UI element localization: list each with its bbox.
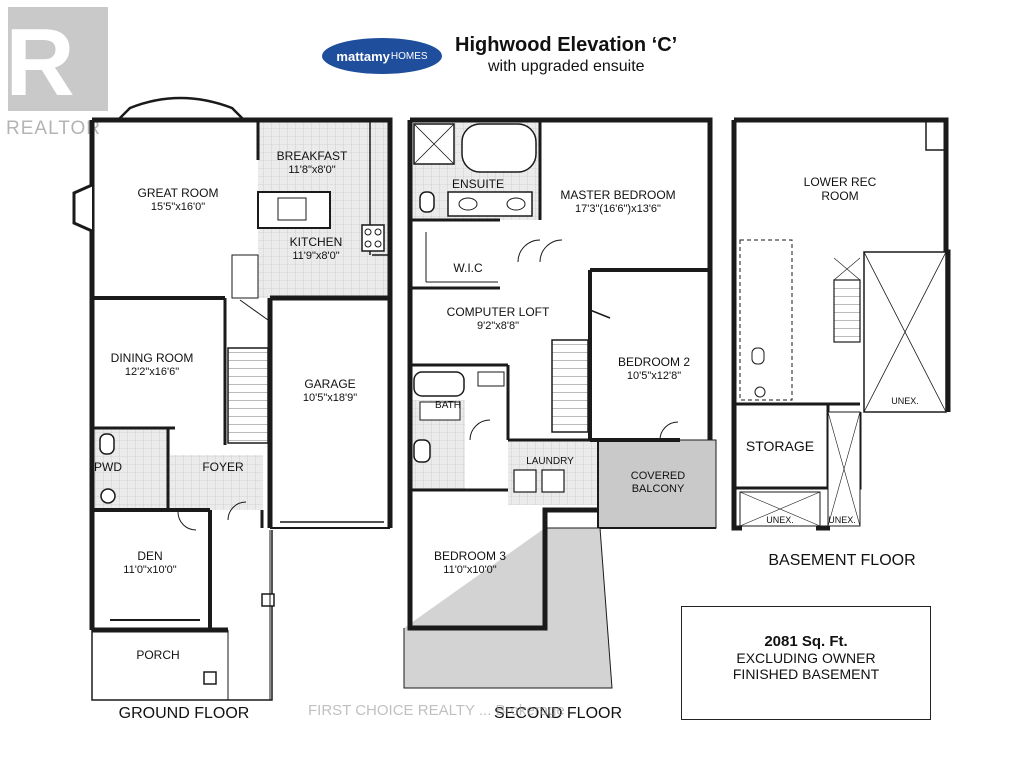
svg-text:R: R [5, 9, 74, 116]
room-storage: STORAGE [745, 438, 815, 454]
soaker-tub [461, 123, 537, 173]
great-room-bay-window [117, 96, 245, 121]
basement-floor-title: BASEMENT FLOOR [768, 552, 916, 569]
cooktop [361, 224, 385, 252]
plan-title: Highwood Elevation ‘C’ [455, 34, 678, 56]
foyer-tile [168, 455, 263, 510]
area-note-line1: EXCLUDING OWNER [736, 650, 876, 666]
second-staircase [551, 339, 589, 433]
realtor-wordmark: REALTOR [6, 118, 101, 139]
logo-brand: mattamy [336, 48, 390, 64]
bathtub [413, 371, 465, 397]
sink-icon [100, 488, 116, 504]
entry-door [227, 501, 247, 521]
area-note-line2: FINISHED BASEMENT [732, 666, 880, 682]
toilet-icon [99, 433, 115, 455]
room-laundry: LAUNDRY [526, 456, 574, 467]
ground-staircase [227, 347, 269, 444]
logo-suffix: HOMES [390, 50, 428, 62]
roof-below [403, 527, 613, 689]
plan-subtitle: with upgraded ensuite [488, 58, 645, 75]
second-floor-title: SECOND FLOOR [493, 705, 623, 722]
room-bath: BATH [435, 400, 461, 411]
room-porch: PORCH [136, 648, 180, 662]
basement-staircase [833, 279, 861, 343]
room-lower-rec-room: LOWER REC ROOM [803, 175, 877, 203]
brokerage-watermark: FIRST CHOICE REALTY ... Brokerage [308, 702, 565, 719]
dryer [541, 469, 565, 493]
total-square-feet: 2081 Sq. Ft. [764, 633, 848, 650]
ground-floor-plan [72, 96, 393, 701]
porch-column [261, 593, 275, 607]
room-unex-right: UNEX. [891, 396, 919, 406]
covered-balcony [597, 439, 717, 529]
washer [513, 469, 537, 493]
room-ensuite: ENSUITE [451, 177, 505, 191]
room-wic: W.I.C [453, 261, 483, 275]
room-unex-bottom-right: UNEX. [828, 515, 856, 525]
second-floor-plan [403, 117, 717, 689]
ground-floor-title: GROUND FLOOR [118, 705, 250, 722]
second-exterior-wall [410, 117, 713, 440]
room-foyer: FOYER [202, 460, 244, 474]
fireplace-icon [72, 183, 93, 233]
room-pwd: PWD [94, 460, 122, 474]
basement-floor-plan [731, 117, 951, 531]
porch-outline [91, 530, 273, 701]
room-unex-bottom-left: UNEX. [766, 515, 794, 525]
area-summary-box: 2081 Sq. Ft. EXCLUDING OWNER FINISHED BA… [681, 606, 931, 720]
realtor-logo-mark: R [5, 7, 108, 116]
room-covered-balcony: COVERED BALCONY [630, 470, 686, 495]
basement-bath-rough-in [739, 239, 793, 401]
